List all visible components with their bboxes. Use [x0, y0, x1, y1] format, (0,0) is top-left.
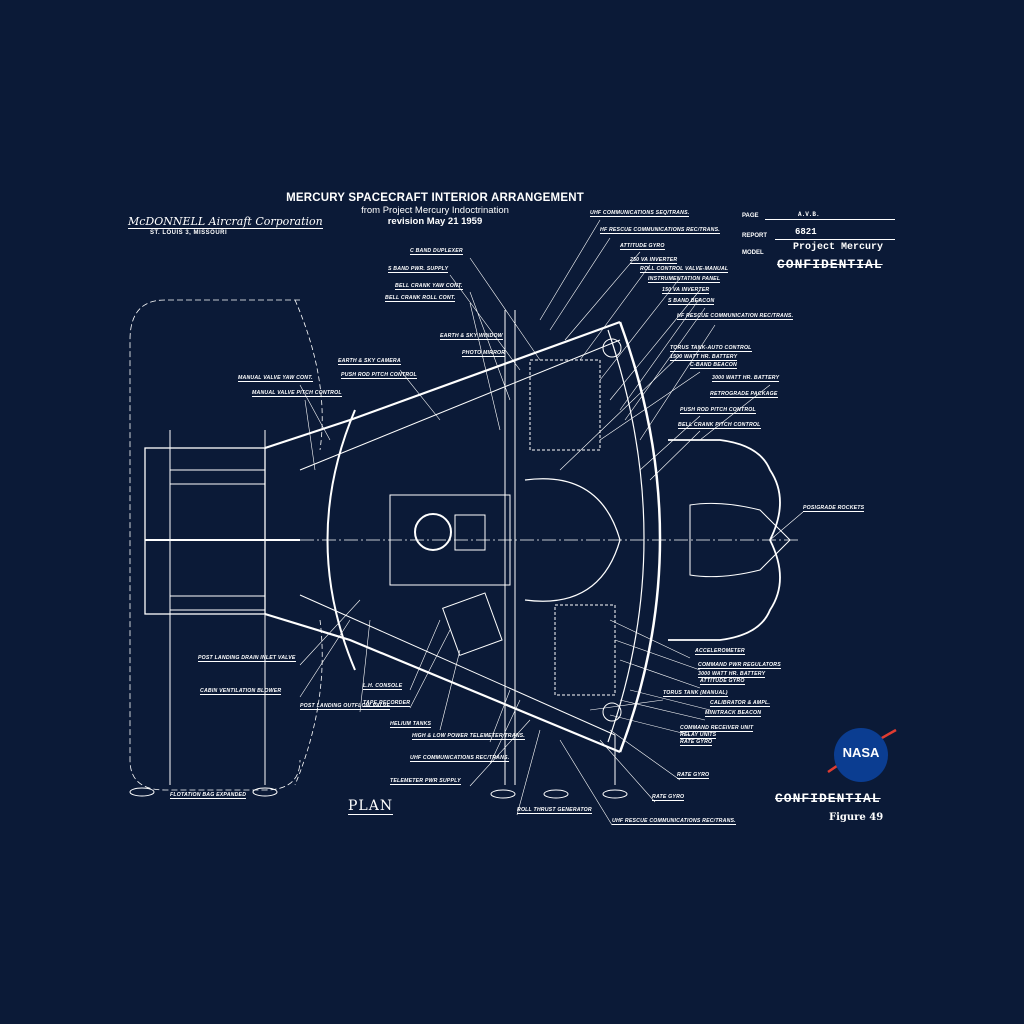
callout-label: COMMAND PWR REGULATORS [698, 662, 781, 669]
callout-label: BELL CRANK YAW CONT. [395, 283, 463, 290]
callout-label: ATTITUDE GYRO [700, 678, 745, 685]
callout-label: UHF COMMUNICATIONS REC/TRANS. [410, 755, 510, 762]
confidential-bottom: CONFIDENTIAL [775, 791, 881, 806]
callout-label: INSTRUMENTATION PANEL [648, 276, 721, 283]
callout-label: RATE GYRO [652, 794, 685, 801]
callout-label: ROLL THRUST GENERATOR [517, 807, 592, 814]
callout-label: UHF COMMUNICATIONS SEQ/TRANS. [590, 210, 690, 217]
company-logo: McDONNELL Aircraft Corporation ST. LOUIS… [128, 212, 323, 236]
callout-label: MANUAL VALVE YAW CONT. [238, 375, 313, 382]
callout-label: MANUAL VALVE PITCH CONTROL [252, 390, 342, 397]
callout-label: 3000 WATT HR. BATTERY [712, 375, 780, 382]
page-value: A.V.B. [798, 211, 820, 218]
callout-label: UHF RESCUE COMMUNICATIONS REC/TRANS. [612, 818, 736, 825]
callout-label: PUSH ROD PITCH CONTROL [680, 407, 756, 414]
callout-label: RATE GYRO [677, 772, 710, 779]
callout-label: TORUS TANK-AUTO CONTROL [670, 345, 752, 352]
callout-label: PHOTO MIRROR [462, 350, 506, 357]
confidential-top: CONFIDENTIAL [777, 257, 883, 272]
flotation-bag-arc [294, 299, 323, 786]
capsule-inner-wall [299, 339, 621, 736]
callout-label: 150 VA INVERTER [662, 287, 710, 294]
callout-label: TELEMETER PWR SUPPLY [390, 778, 461, 785]
model-value: Project Mercury [793, 242, 884, 253]
antenna-canister [144, 447, 266, 615]
callout-label: RETROGRADE PACKAGE [710, 391, 778, 398]
callout-label: HF RESCUE COMMUNICATION REC/TRANS. [677, 313, 794, 320]
report-label: REPORT [742, 233, 768, 239]
callout-label: BELL CRANK ROLL CONT. [385, 295, 456, 302]
capsule-cone [264, 320, 621, 754]
callout-label: 1500 WATT HR. BATTERY [670, 354, 738, 361]
drawing-revision: revision May 21 1959 [387, 216, 483, 227]
view-label: PLAN [348, 798, 394, 815]
callout-label: TAPE RECORDER [363, 700, 411, 707]
callout-label: POST LANDING DRAIN INLET VALVE [198, 655, 296, 662]
callout-label: 250 VA INVERTER [630, 257, 678, 264]
nasa-logo-text: NASA [842, 745, 880, 760]
callout-label: EARTH & SKY WINDOW [440, 333, 503, 340]
callout-label: EARTH & SKY CAMERA [338, 358, 401, 365]
callout-label: 3000 WATT HR. BATTERY [698, 671, 766, 678]
couch [524, 478, 621, 602]
callout-label: HELIUM TANKS [390, 721, 432, 728]
flotation-bag-outline [129, 299, 301, 791]
callout-label: TORUS TANK (MANUAL) [663, 690, 728, 697]
callout-label: POST LANDING OUTFLOW VALVE [300, 703, 391, 710]
station-marker [129, 787, 155, 797]
callout-label: FLOTATION BAG EXPANDED [170, 792, 247, 799]
callout-label: CALIBRATOR & AMPL. [710, 700, 770, 707]
station-marker [252, 787, 278, 797]
callout-label: ROLL CONTROL VALVE-MANUAL [640, 266, 729, 273]
callout-label: HIGH & LOW POWER TELEMETER TRANS. [412, 733, 525, 740]
callout-label: CABIN VENTILATION BLOWER [200, 688, 282, 695]
page-label: PAGE [742, 213, 759, 219]
callout-label: HF RESCUE COMMUNICATIONS REC/TRANS. [600, 227, 720, 234]
company-name: McDONNELL Aircraft Corporation [128, 215, 323, 229]
station-marker [602, 789, 628, 799]
callout-label: RATE GYRO [680, 739, 713, 746]
callout-label: POSIGRADE ROCKETS [803, 505, 865, 512]
hatch-ring [414, 513, 452, 551]
callout-label: ATTITUDE GYRO [620, 243, 665, 250]
drawing-title: MERCURY SPACECRAFT INTERIOR ARRANGEMENT [286, 192, 584, 204]
drawing-title-block: MERCURY SPACECRAFT INTERIOR ARRANGEMENT … [240, 192, 630, 227]
callout-label: BELL CRANK PITCH CONTROL [678, 422, 761, 429]
model-label: MODEL [742, 250, 764, 256]
callout-label: PUSH ROD PITCH CONTROL [341, 372, 417, 379]
drawing-subtitle: from Project Mercury Indoctrination [361, 205, 509, 216]
callout-label: S BAND PWR. SUPPLY [388, 266, 449, 273]
station-marker [490, 789, 516, 799]
callout-label: C-BAND BEACON [690, 362, 737, 369]
callout-label: C BAND DUPLEXER [410, 248, 463, 255]
figure-number: Figure 49 [829, 812, 884, 823]
callout-label: ACCELEROMETER [695, 648, 745, 655]
nasa-logo: NASA [834, 728, 888, 782]
callout-label: COMMAND RECEIVER UNIT [680, 725, 754, 732]
callout-label: RELAY UNITS [680, 732, 717, 739]
callout-label: MINITRACK BEACON [705, 710, 762, 717]
callout-label: L.H. CONSOLE [363, 683, 403, 690]
company-location: ST. LOUIS 3, MISSOURI [150, 230, 228, 236]
heat-shield [618, 321, 662, 753]
station-marker [543, 789, 569, 799]
report-value: 6821 [795, 227, 817, 237]
callout-label: S BAND BEACON [668, 298, 715, 305]
